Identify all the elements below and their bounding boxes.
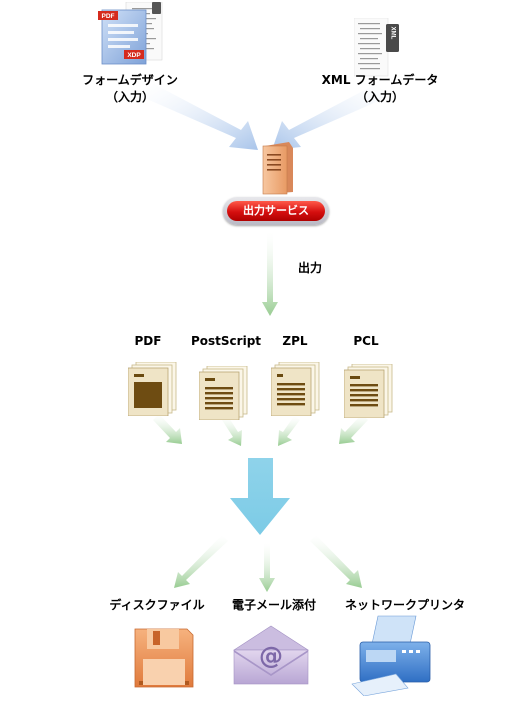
dest-arrow-center [259, 543, 275, 592]
format-arrow-4 [339, 414, 368, 444]
email-envelope-icon: @ [232, 625, 310, 685]
format-label-zpl: ZPL [282, 334, 308, 348]
dest-arrow-right [310, 535, 362, 588]
pdf-badge-text: PDF [102, 13, 115, 20]
output-arrow [262, 232, 278, 316]
destination-label-disk: ディスクファイル [109, 598, 205, 612]
network-printer-icon [351, 615, 431, 696]
dest-arrow-left [174, 535, 228, 588]
output-service-badge: 出力サービス [223, 197, 329, 225]
pdf-document-icon [128, 362, 177, 416]
form-design-label-line2: （入力） [105, 90, 154, 104]
xdp-badge-text: XDP [127, 52, 141, 59]
format-arrow-1 [153, 414, 182, 444]
form-design-icon: PDF XDP [98, 2, 163, 65]
xml-data-label-line2: （入力） [355, 90, 404, 104]
xml-data-icon: XML [354, 18, 399, 77]
zpl-document-icon [271, 362, 320, 416]
xml-data-label: XML フォームデータ （入力） [315, 71, 445, 105]
pcl-document-icon [344, 364, 393, 418]
output-label: 出力 [298, 261, 323, 275]
postscript-document-icon [199, 366, 248, 420]
format-label-pcl: PCL [353, 334, 379, 348]
server-icon [262, 142, 293, 195]
destination-label-printer: ネットワークプリンタ [344, 598, 465, 612]
format-arrow-3 [278, 416, 300, 446]
xml-data-label-line1: XML フォームデータ [321, 73, 439, 87]
input-arrow-left [140, 84, 258, 150]
svg-text:@: @ [259, 642, 283, 670]
destination-label-email: 電子メール添付 [231, 598, 316, 612]
big-arrow [230, 458, 290, 535]
form-design-label-line1: フォームデザイン [82, 73, 178, 87]
format-label-postscript: PostScript [190, 334, 262, 348]
form-design-label: フォームデザイン （入力） [70, 71, 190, 105]
xml-badge-text: XML [390, 27, 396, 40]
format-label-pdf: PDF [134, 334, 162, 348]
format-arrow-2 [222, 416, 242, 446]
input-arrow-right [272, 84, 390, 150]
output-service-label: 出力サービス [227, 201, 325, 221]
floppy-disk-icon [134, 628, 194, 688]
